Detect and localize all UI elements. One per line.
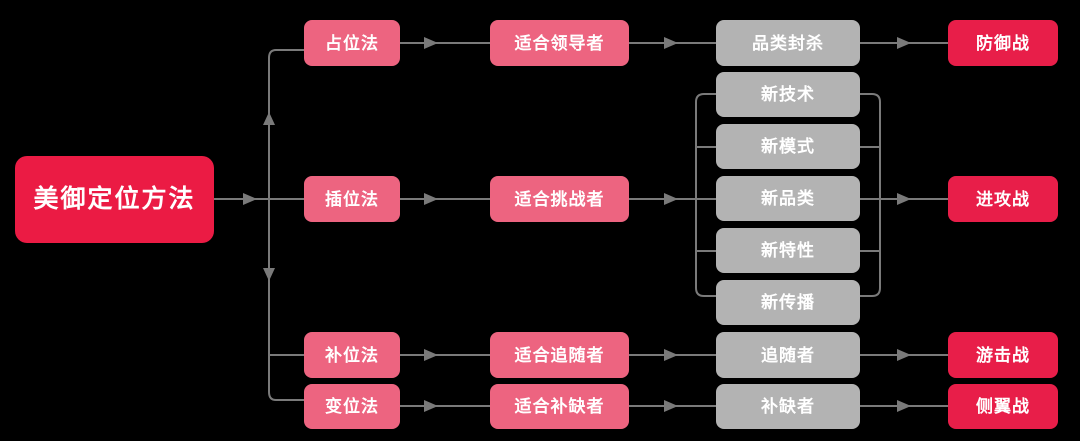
tactic-node-1-label: 品类封杀 xyxy=(752,33,824,53)
warfare-node-3-label: 游击战 xyxy=(976,345,1030,365)
suitability-node-3[interactable]: 适合追随者 xyxy=(490,332,629,378)
arrowhead-r4-a xyxy=(424,400,438,412)
warfare-node-2[interactable]: 进攻战 xyxy=(948,176,1058,222)
method-node-3-label: 补位法 xyxy=(325,345,379,365)
arrowhead-r1-b xyxy=(664,37,678,49)
tactic-node-4-label: 补缺者 xyxy=(761,397,815,416)
method-node-4-label: 变位法 xyxy=(325,397,379,416)
warfare-node-1-label: 防御战 xyxy=(976,33,1030,53)
method-node-2-label: 插位法 xyxy=(325,189,379,209)
method-node-3[interactable]: 补位法 xyxy=(304,332,400,378)
arrowhead-trunk-up xyxy=(263,112,275,125)
tactic-node-3-label: 追随者 xyxy=(761,345,815,365)
warfare-node-4-label: 侧翼战 xyxy=(976,397,1030,416)
suitability-node-3-label: 适合追随者 xyxy=(514,345,605,365)
arrowhead-r1-a xyxy=(424,37,438,49)
tactic-group-node-2-label: 新模式 xyxy=(761,137,815,156)
warfare-node-3[interactable]: 游击战 xyxy=(948,332,1058,378)
tactic-node-4[interactable]: 补缺者 xyxy=(716,384,860,429)
tactic-group-node-4-label: 新特性 xyxy=(761,241,815,260)
suitability-node-2-label: 适合挑战者 xyxy=(514,189,605,209)
arrowhead-r3-c xyxy=(897,349,911,361)
arrowhead-r2-b xyxy=(664,193,678,205)
arrowhead-r3-b xyxy=(664,349,678,361)
tactic-group-node-2[interactable]: 新模式 xyxy=(716,124,860,169)
tactic-group-node-5[interactable]: 新传播 xyxy=(716,280,860,325)
warfare-node-1[interactable]: 防御战 xyxy=(948,20,1058,66)
method-node-1[interactable]: 占位法 xyxy=(304,20,400,66)
arrowhead-root-trunk xyxy=(243,193,257,205)
arrowhead-r4-c xyxy=(897,400,911,412)
tactic-node-3[interactable]: 追随者 xyxy=(716,332,860,378)
suitability-node-1[interactable]: 适合领导者 xyxy=(490,20,629,66)
method-node-2[interactable]: 插位法 xyxy=(304,176,400,222)
tactic-node-1[interactable]: 品类封杀 xyxy=(716,20,860,66)
method-node-1-label: 占位法 xyxy=(325,33,379,53)
arrowhead-r2-c xyxy=(897,193,911,205)
tactic-group-node-1-label: 新技术 xyxy=(761,85,815,104)
tactic-group-node-5-label: 新传播 xyxy=(761,293,815,312)
arrowhead-r4-b xyxy=(664,400,678,412)
tactic-group-node-1[interactable]: 新技术 xyxy=(716,72,860,117)
suitability-node-1-label: 适合领导者 xyxy=(514,33,605,53)
suitability-node-2[interactable]: 适合挑战者 xyxy=(490,176,629,222)
arrowhead-r2-a xyxy=(424,193,438,205)
warfare-node-4[interactable]: 侧翼战 xyxy=(948,384,1058,429)
arrowhead-r1-c xyxy=(897,37,911,49)
wire-left-bracket xyxy=(695,93,716,297)
tactic-group-node-3-label: 新品类 xyxy=(761,189,815,208)
suitability-node-4[interactable]: 适合补缺者 xyxy=(490,384,629,429)
warfare-node-2-label: 进攻战 xyxy=(976,189,1030,209)
root-node[interactable]: 美御定位方法 xyxy=(15,156,214,243)
wire-right-bracket xyxy=(860,93,881,297)
arrowhead-r3-a xyxy=(424,349,438,361)
tactic-group-node-4[interactable]: 新特性 xyxy=(716,228,860,273)
suitability-node-4-label: 适合补缺者 xyxy=(514,397,605,416)
method-node-4[interactable]: 变位法 xyxy=(304,384,400,429)
arrowhead-trunk-down xyxy=(263,268,275,281)
tactic-group-node-3[interactable]: 新品类 xyxy=(716,176,860,221)
root-node-label: 美御定位方法 xyxy=(33,185,196,213)
wire-trunk-vertical xyxy=(268,49,304,401)
